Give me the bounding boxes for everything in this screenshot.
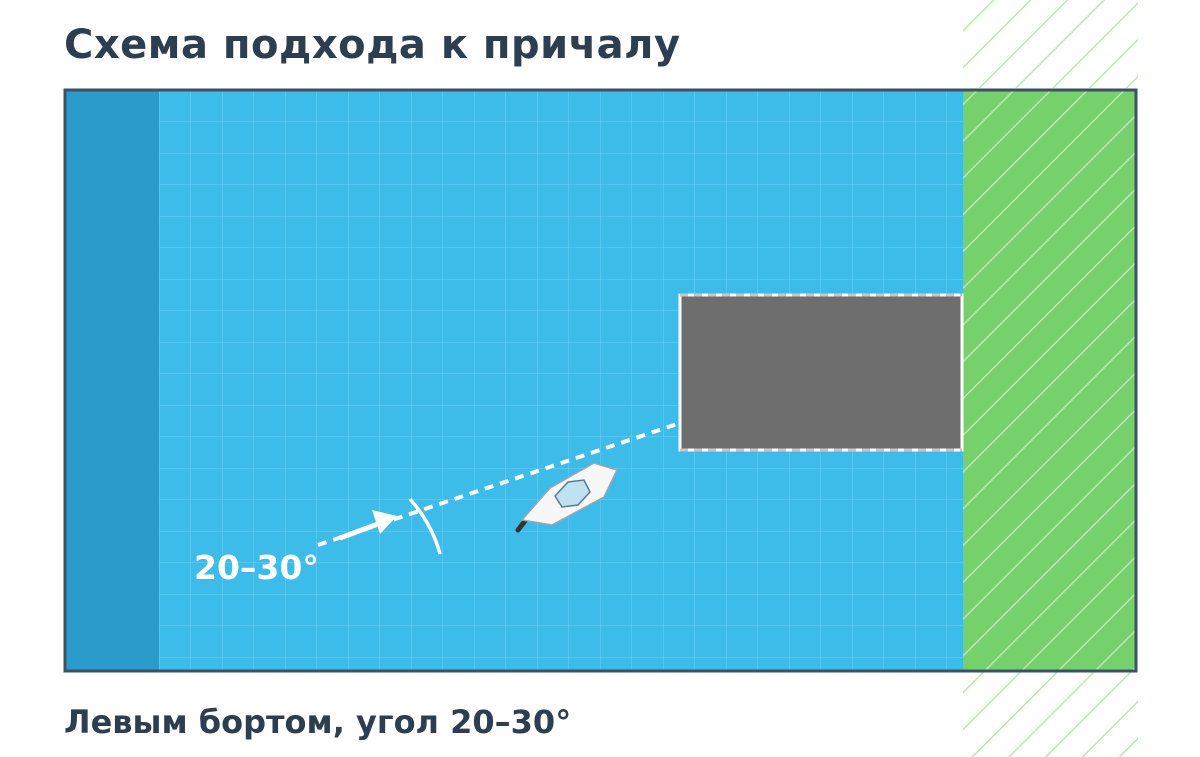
diagram-title: Схема подхода к причалу [64, 22, 681, 68]
direction-arrow-shaft [339, 521, 379, 541]
shore-area [963, 90, 1136, 671]
shore-hatch-top [963, 0, 1138, 88]
pier [678, 293, 964, 452]
boat [515, 462, 619, 533]
diagram-caption: Левым бортом, угол 20–30° [64, 703, 572, 741]
boat-cabin [554, 479, 591, 508]
angle-label: 20–30° [194, 548, 319, 587]
diagram-frame [63, 88, 1138, 673]
shore-hatch-bottom [963, 672, 1138, 757]
deep-water-strip [65, 90, 159, 671]
direction-arrow-head [372, 510, 397, 534]
angle-arc [408, 497, 442, 555]
